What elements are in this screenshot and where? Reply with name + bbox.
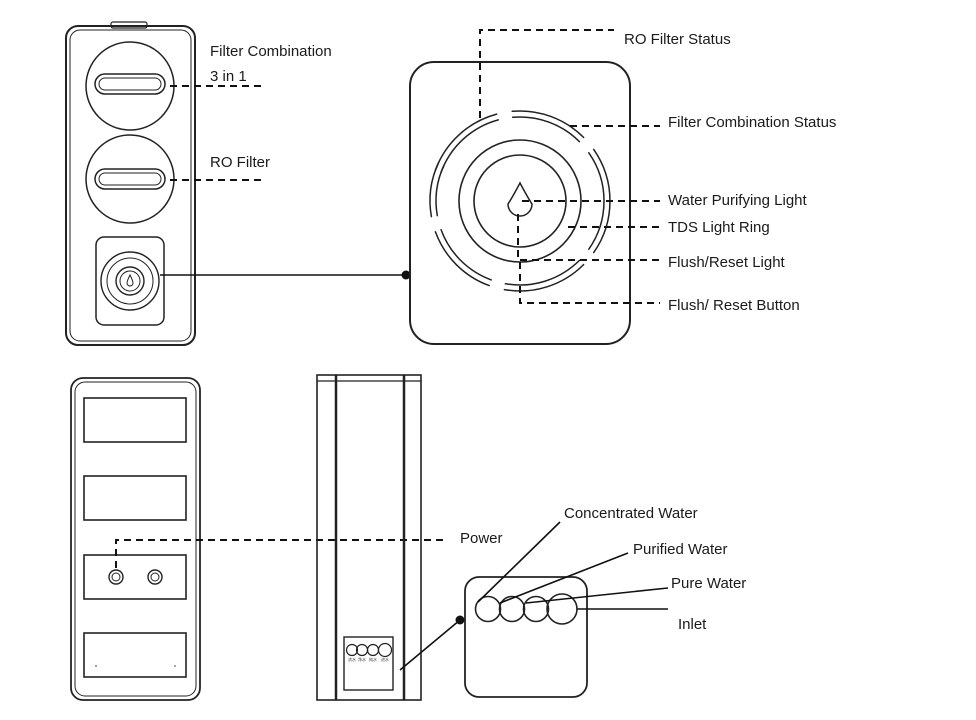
- status-ring-segment-5-outer: [434, 231, 490, 287]
- leader-flush-reset-light: [517, 214, 660, 261]
- status-ring-segment-2-inner: [511, 116, 581, 143]
- tds-light-ring-label: TDS Light Ring: [668, 219, 770, 236]
- concentrated-water-port: [474, 595, 502, 623]
- port-marking-3: 纯水: [369, 656, 377, 662]
- filter-combination-status-label: Filter Combination Status: [668, 114, 836, 131]
- leader-flush-reset-button: [519, 262, 660, 304]
- power-socket-icon: [108, 569, 124, 585]
- port-marking-4: 进水: [381, 656, 389, 662]
- status-ring-segment-3-inner: [588, 152, 605, 250]
- concentrated-water-label: Concentrated Water: [564, 505, 698, 522]
- inlet-label: Inlet: [678, 616, 707, 633]
- filter-combination-cap: [85, 41, 175, 131]
- status-ring-segment-5-inner: [440, 228, 493, 281]
- purified-water-port: [498, 595, 526, 623]
- flush-reset-button-outline: [473, 154, 567, 248]
- back-view: [70, 377, 201, 701]
- status-ring-segment-4-inner: [504, 259, 581, 286]
- flush-reset-button-label: Flush/ Reset Button: [668, 297, 800, 314]
- side-port-panel: [343, 636, 394, 691]
- leader-power: [115, 539, 446, 568]
- filter-combination-sub-label: 3 in 1: [210, 68, 247, 85]
- port-panel-zoomed: [464, 576, 588, 698]
- water-purifying-light-label: Water Purifying Light: [668, 192, 808, 209]
- status-ring-segment-1-outer: [434, 113, 498, 171]
- leader-pure-water: [525, 587, 669, 604]
- pure-water-port: [522, 595, 550, 623]
- leader-ro-filter-status: [479, 29, 614, 118]
- side-view: 浓水 净水 纯水 进水: [316, 374, 422, 701]
- control-panel-small: [95, 236, 165, 326]
- leader-concentrated-water: [477, 521, 561, 603]
- filter-combination-label: Filter Combination: [210, 43, 332, 60]
- water-drop-icon: [126, 273, 134, 287]
- port-zoom-anchor-dot: [455, 615, 465, 625]
- front-view: [65, 21, 196, 346]
- port-marking-1: 浓水: [348, 656, 356, 662]
- leader-port-zoom: [399, 619, 461, 671]
- ro-filter-label: RO Filter: [210, 154, 270, 171]
- status-ring-segment-4-outer: [503, 263, 585, 292]
- status-ring-segment-6-outer: [429, 162, 440, 218]
- status-ring-segment-2-outer: [511, 110, 585, 139]
- power-port-panel: [83, 554, 187, 600]
- control-panel-zoomed: [409, 61, 631, 345]
- ro-filter-status-label: RO Filter Status: [624, 31, 731, 48]
- pure-water-label: Pure Water: [671, 575, 746, 592]
- zoom-anchor-dot: [401, 270, 411, 280]
- flush-reset-light-label: Flush/Reset Light: [668, 254, 786, 271]
- purified-water-label: Purified Water: [633, 541, 727, 558]
- water-purifying-drop-icon: [507, 181, 533, 217]
- status-ring-segment-1-inner: [440, 119, 500, 174]
- port-marking-2: 净水: [358, 656, 366, 662]
- power-label: Power: [460, 530, 503, 547]
- status-ring-segment-6-inner: [435, 164, 445, 217]
- leader-purified-water: [499, 552, 629, 604]
- ro-filter-cap: [85, 134, 175, 224]
